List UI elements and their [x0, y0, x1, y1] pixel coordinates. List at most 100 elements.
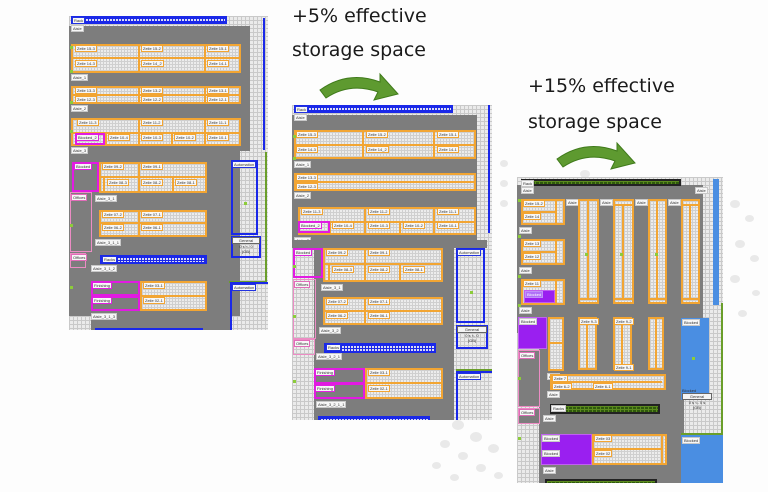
label-blocked-2: Blocked_2 [299, 222, 322, 229]
label-zeile-11-3: Zeile 11-3 [77, 119, 99, 126]
automated-racks-bottom [318, 416, 430, 420]
label-blocked-2: Blocked_2 [76, 134, 99, 141]
aisle-floor [292, 240, 487, 248]
automated-racks-bottom [95, 328, 203, 330]
label-zeile-13-3: Zeile 13-3 [75, 87, 97, 94]
label-zeile-14-1: Zeile 14-1 [437, 146, 459, 153]
label-zeile-10-1: Zeile 10-1 [437, 222, 459, 229]
control-panel-title: General [457, 326, 487, 333]
offices-zone-2 [293, 339, 315, 355]
label-aisle-3-2: Aisle_3_2 [319, 327, 341, 334]
rack-block-left-mid [548, 317, 564, 371]
label-zeile-11-1: Zeile 11-1 [437, 208, 459, 215]
label-zeile-13: Zeile 13 [523, 240, 542, 247]
label-zeile-14-2: Zeile 14_2 [141, 60, 164, 67]
label-aisle-f: Aisle [543, 415, 556, 422]
offices-zone-1 [293, 279, 316, 339]
label-aisle-top-right: Aisle [695, 187, 708, 194]
label-aisle-col-4: Aisle [668, 199, 681, 206]
warehouse-layout-original: Rack Aisle Zeile 15-3 Zeile 15-2 Zeile 1… [69, 16, 268, 330]
label-zeile-9-2: Zeile 9-2 [614, 318, 634, 325]
control-panel-time: 0 s <- 0 s [688, 400, 706, 405]
label-automation-2: Automation [232, 284, 257, 291]
control-panel-title: General [682, 393, 712, 400]
automated-racks [324, 343, 436, 353]
rack-block-13-12 [294, 173, 476, 191]
label-aisle-2: Aisle_2 [71, 105, 89, 112]
label-zeile-11-2: Zeile 11-2 [368, 208, 390, 215]
label-aisle-top: Aisle [521, 187, 534, 194]
automation-border-right [263, 18, 268, 150]
label-racks: Racks [551, 405, 567, 412]
label-zeile-09-1: Zeile 09-1 [141, 163, 163, 170]
label-zeile-13-1: Zeile 13-1 [207, 87, 229, 94]
automation-zone-2 [230, 282, 268, 330]
label-zeile-08-3: Zeile 08-3 [107, 179, 129, 186]
label-zeile-07-1: Zeile 07-1 [141, 211, 163, 218]
label-automation-1: Automation [457, 249, 482, 256]
label-aisle-3-1: Aisle_3_1 [321, 284, 343, 291]
control-panel-text: Blocked General 0 s <- 0 s (GB) [682, 388, 712, 410]
label-blocked: Blocked [74, 163, 93, 170]
label-zeile-14-2: Zeile 14_2 [366, 146, 389, 153]
label-zeile-13-2: Zeile 13-2 [141, 87, 163, 94]
label-zeile-14: Zeile 14 [523, 213, 542, 220]
label-zeile-12-2: Zeile 12-2 [141, 96, 163, 103]
label-zeile-06-1: Zeile 06-1 [368, 312, 390, 319]
label-aisle-3-2-1-1: Aisle_3_2_1_1 [316, 401, 347, 408]
label-blocked-big: Blocked [519, 318, 538, 325]
label-zeile-02-1: Zeile 02-1 [368, 385, 390, 392]
label-zeile-06-2: Zeile 06-2 [102, 224, 124, 231]
control-panel-title: General [232, 237, 260, 244]
caption-15pct: +15% effective storage space [528, 70, 675, 138]
label-offices-1: Offices [519, 352, 536, 359]
label-blocked-small: Blocked [525, 291, 544, 298]
label-rack-top: Rack [295, 106, 309, 113]
label-finishing-2: Finishing [315, 385, 336, 392]
caption-5pct-line2: storage space [292, 39, 426, 61]
label-racks: Racks [102, 256, 118, 263]
label-aisle-3: Aisle_3 [71, 147, 89, 154]
label-aisle-3-1-1: Aisle_3_1_1 [95, 239, 122, 246]
automation-border-right [488, 105, 492, 233]
control-panel-time: 0 s <- 0 [239, 244, 253, 249]
label-zeile-15-3: Zeile 15-3 [75, 45, 97, 52]
warehouse-layout-5pct: Rack Aisle Zeile 15-3 Zeile 15-2 Zeile 1… [292, 105, 492, 420]
label-automation-2: Automation [457, 373, 482, 380]
label-aisle-col-2: Aisle [600, 199, 613, 206]
label-aisle-c: Aisle [519, 307, 532, 314]
label-zeile-10-4: Zeile 10-4 [108, 134, 130, 141]
label-finishing-1: Finishing [92, 282, 113, 289]
automated-racks-bottom [545, 479, 657, 483]
caption-15pct-line2: storage space [528, 111, 662, 133]
label-zeile-03: Zeile 03 [594, 435, 613, 442]
control-panel-text: General 0 s <- 0 (GB) [232, 237, 260, 254]
rack-top [71, 16, 227, 24]
label-zeile-03-1: Zeile 03-1 [368, 369, 390, 376]
label-blocked-f1: Blocked [542, 435, 561, 442]
label-offices-2: Offices [519, 409, 536, 416]
label-aisle-a: Aisle [519, 227, 532, 234]
label-zeile-10-1: Zeile 10-1 [207, 134, 229, 141]
aisle-floor [240, 26, 250, 151]
label-blocked-right-1: Blocked [682, 319, 701, 326]
label-zeile-6-1: Zeile 6-1 [593, 383, 613, 390]
label-zeile-11-1: Zeile 11-1 [207, 119, 229, 126]
label-zeile-10-2: Zeile 10-2 [403, 222, 425, 229]
control-panel-gb: (GB) [467, 338, 477, 343]
blocked-zone-right-1 [681, 318, 709, 400]
label-zeile-11: Zeile 11 [523, 280, 541, 287]
label-aisle-1: Aisle_1 [71, 74, 89, 81]
label-offices-1: Offices [71, 194, 88, 201]
label-zeile-08-2: Zeile 08-2 [368, 266, 390, 273]
label-zeile-15-3: Zeile 15-3 [296, 131, 318, 138]
label-zeile-15-2: Zeile 15-2 [141, 45, 163, 52]
control-panel-text: General 0 s <- 0 (GB) [457, 326, 487, 343]
rack-top [294, 105, 453, 113]
label-zeile-13-3: Zeile 13-3 [296, 174, 318, 181]
label-offices-1: Offices [294, 281, 311, 288]
label-finishing-1: Finishing [315, 369, 336, 376]
label-zeile-12: Zeile 12 [523, 253, 542, 260]
label-zeile-7: Zeile 7 [552, 375, 569, 382]
label-zeile-10-2: Zeile 10-2 [174, 134, 196, 141]
